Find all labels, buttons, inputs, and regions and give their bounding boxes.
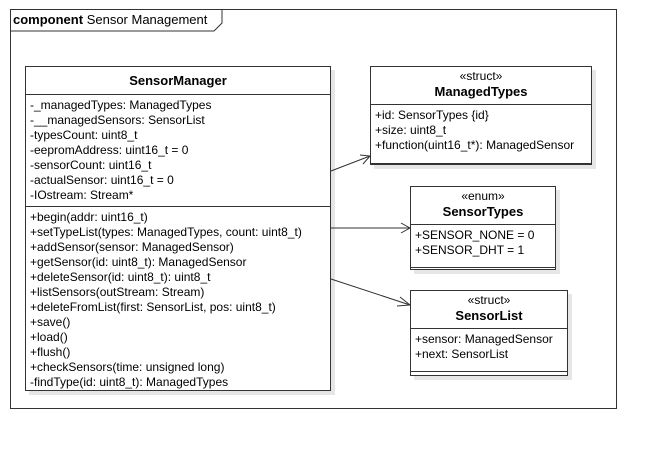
stereotype-label: «struct» — [467, 293, 511, 307]
operation: +checkSensors(time: unsigned long) — [30, 360, 225, 374]
attribute: -typesCount: uint8_t — [30, 128, 138, 142]
class-sensor-list[interactable]: «struct» SensorList +sensor: ManagedSens… — [410, 290, 568, 376]
class-header: SensorManager — [26, 67, 330, 95]
attribute: +sensor: ManagedSensor — [415, 332, 553, 346]
operation: +listSensors(outStream: Stream) — [30, 285, 205, 299]
class-name: SensorManager — [129, 73, 227, 88]
class-header: «struct» ManagedTypes — [371, 67, 591, 105]
operation: +begin(addr: uint16_t) — [30, 210, 148, 224]
attribute: +id: SensorTypes {id} — [375, 108, 489, 122]
operation: +setTypeList(types: ManagedTypes, count:… — [30, 225, 302, 239]
stereotype-label: «struct» — [459, 69, 503, 83]
attribute: -actualSensor: uint16_t = 0 — [30, 173, 174, 187]
frame-keyword: component — [13, 12, 84, 27]
association-to-managed-types — [330, 154, 372, 172]
association-to-sensor-types — [331, 222, 412, 234]
attribute: +next: SensorList — [415, 347, 509, 361]
enum-literal: +SENSOR_NONE = 0 — [415, 228, 535, 242]
operation: +getSensor(id: uint8_t): ManagedSensor — [30, 255, 247, 269]
operation: +save() — [30, 315, 71, 329]
operations-compartment: +begin(addr: uint16_t) +setTypeList(type… — [26, 207, 330, 393]
class-managed-types[interactable]: «struct» ManagedTypes +id: SensorTypes {… — [370, 66, 592, 165]
attribute: +function(uint16_t*): ManagedSensor — [375, 138, 575, 152]
component-frame — [10, 9, 617, 409]
attributes-compartment: -_managedTypes: ManagedTypes -__managedS… — [26, 95, 330, 207]
operation: +flush() — [30, 345, 71, 359]
attribute: -_managedTypes: ManagedTypes — [30, 98, 212, 112]
class-sensor-types[interactable]: «enum» SensorTypes +SENSOR_NONE = 0 +SEN… — [410, 186, 556, 270]
attributes-compartment: +sensor: ManagedSensor +next: SensorList — [411, 329, 567, 372]
operation: +deleteSensor(id: uint8_t): uint8_t — [30, 270, 211, 284]
class-header: «struct» SensorList — [411, 291, 567, 329]
stereotype-label: «enum» — [461, 189, 505, 203]
attribute: +size: uint8_t — [375, 123, 447, 137]
operation: +load() — [30, 330, 68, 344]
class-sensor-manager[interactable]: SensorManager -_managedTypes: ManagedTyp… — [25, 66, 331, 391]
class-name: ManagedTypes — [434, 84, 528, 99]
frame-name: Sensor Management — [86, 12, 208, 27]
association-to-sensor-list — [330, 278, 412, 307]
attribute: -IOstream: Stream* — [30, 188, 134, 202]
attribute: -sensorCount: uint16_t — [30, 158, 152, 172]
operation: -findType(id: uint8_t): ManagedTypes — [30, 375, 229, 389]
class-header: «enum» SensorTypes — [411, 187, 555, 225]
attribute: -__managedSensors: SensorList — [30, 113, 205, 127]
attribute: -eepromAddress: uint16_t = 0 — [30, 143, 189, 157]
class-name: SensorList — [455, 308, 523, 323]
attributes-compartment: +id: SensorTypes {id} +size: uint8_t +fu… — [371, 105, 591, 164]
frame-label: component Sensor Management — [10, 9, 225, 31]
operation: +addSensor(sensor: ManagedSensor) — [30, 240, 234, 254]
literals-compartment: +SENSOR_NONE = 0 +SENSOR_DHT = 1 — [411, 225, 555, 268]
class-name: SensorTypes — [442, 204, 524, 219]
enum-literal: +SENSOR_DHT = 1 — [415, 243, 525, 257]
operation: +deleteFromList(first: SensorList, pos: … — [30, 300, 276, 314]
